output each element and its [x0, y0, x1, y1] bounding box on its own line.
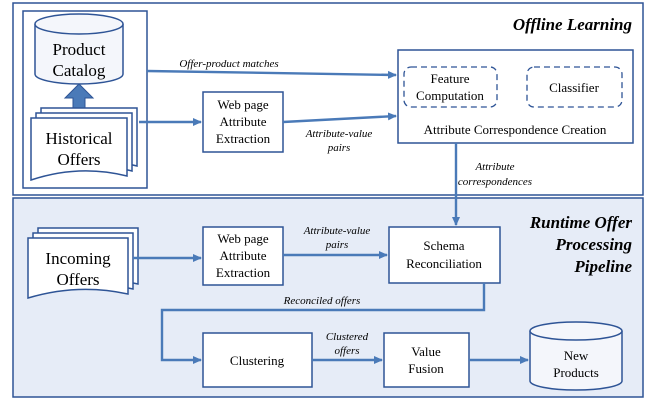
- offline-learning-title: Offline Learning: [513, 15, 633, 34]
- attribute-correspondences-line1: Attribute: [474, 161, 514, 173]
- historical-offers-stack: Historical Offers: [30, 107, 138, 182]
- historical-offers-label-line2: Offers: [57, 150, 100, 169]
- wpae-runtime-line2: Attribute: [220, 248, 267, 263]
- av-pairs-runtime-line1: Attribute-value: [303, 225, 371, 237]
- acc-label: Attribute Correspondence Creation: [424, 122, 607, 137]
- new-products-line1: New: [564, 348, 589, 363]
- av-pairs-runtime-line2: pairs: [325, 239, 349, 251]
- arrow-schema-to-clustering: [160, 283, 486, 364]
- wpae-offline-line3: Extraction: [216, 131, 271, 146]
- clustered-offers-line2: offers: [334, 345, 359, 357]
- value-fusion-box: [383, 332, 470, 388]
- clustering-box: [202, 332, 313, 388]
- runtime-title-line2: Processing: [555, 235, 633, 254]
- value-fusion-line2: Fusion: [408, 361, 444, 376]
- runtime-title-line3: Pipeline: [573, 257, 632, 276]
- arrow-offer-product-matches: [146, 69, 397, 79]
- feature-computation-line1: Feature: [431, 71, 470, 86]
- new-products-cylinder: New Products: [529, 321, 623, 391]
- incoming-offers-stack: Incoming Offers: [27, 227, 139, 300]
- wpae-offline-line1: Web page: [217, 97, 269, 112]
- value-fusion-line1: Value: [411, 344, 441, 359]
- reconciled-offers-label: Reconciled offers: [283, 295, 361, 307]
- attribute-correspondences-line2: correspondences: [458, 176, 532, 188]
- offer-product-matches-label: Offer-product matches: [179, 58, 278, 70]
- classifier-label: Classifier: [549, 80, 599, 95]
- feature-computation-box: [403, 66, 498, 108]
- feature-computation-line2: Computation: [416, 88, 484, 103]
- wpae-runtime-line3: Extraction: [216, 265, 271, 280]
- arrow-wpae-to-acc: [282, 112, 397, 124]
- historical-offers-label-line1: Historical: [45, 129, 112, 148]
- clustering-label: Clustering: [230, 353, 285, 368]
- av-pairs-offline-line2: pairs: [327, 142, 351, 154]
- runtime-title-line1: Runtime Offer: [529, 213, 633, 232]
- wpae-offline-line2: Attribute: [220, 114, 267, 129]
- incoming-offers-label-line2: Offers: [56, 270, 99, 289]
- classifier-box: [526, 66, 623, 108]
- new-products-line2: Products: [553, 365, 599, 380]
- clustered-offers-line1: Clustered: [326, 331, 369, 343]
- product-catalog-label-line1: Product: [53, 40, 106, 59]
- product-catalog-cylinder: Product Catalog: [34, 13, 124, 85]
- av-pairs-offline-line1: Attribute-value: [305, 128, 373, 140]
- wpae-runtime-line1: Web page: [217, 231, 269, 246]
- schema-reconciliation-box: [388, 226, 501, 284]
- schema-reconciliation-line1: Schema: [423, 238, 464, 253]
- schema-reconciliation-line2: Reconciliation: [406, 256, 482, 271]
- incoming-offers-label-line1: Incoming: [45, 249, 111, 268]
- wpae-offline-box: [202, 91, 284, 153]
- product-catalog-label-line2: Catalog: [53, 61, 106, 80]
